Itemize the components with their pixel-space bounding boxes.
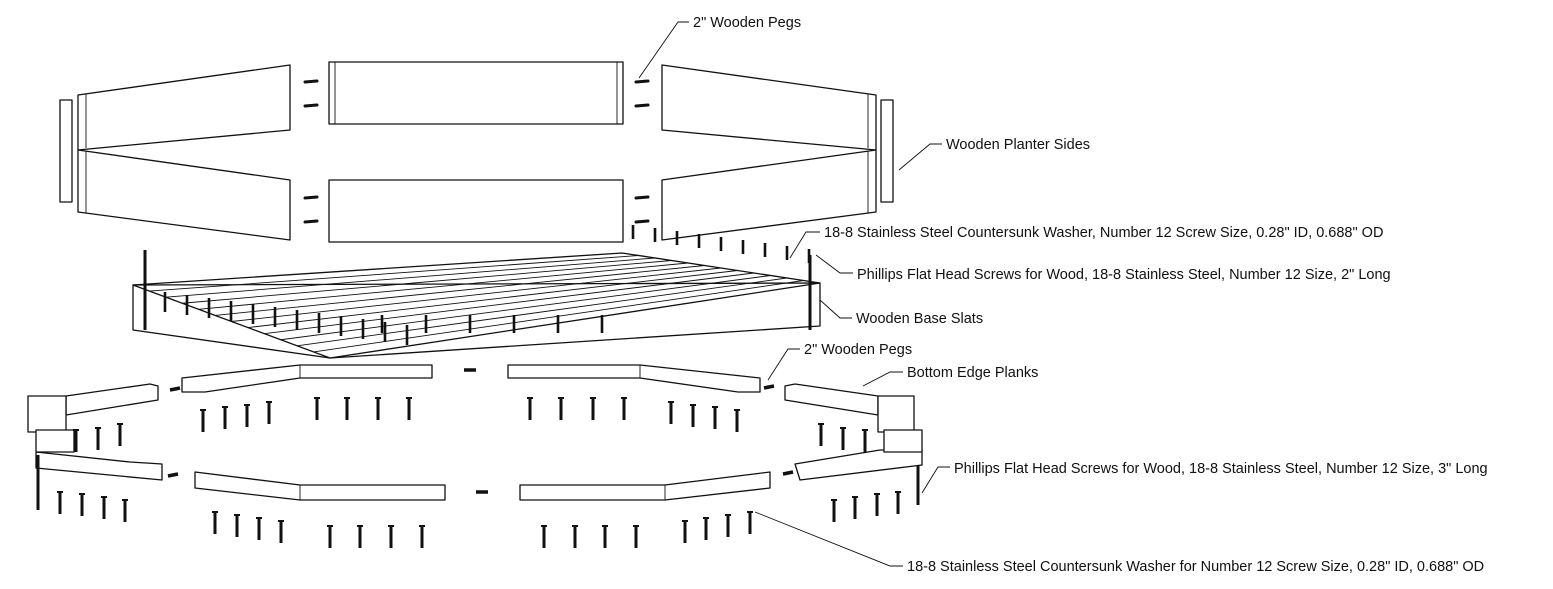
left-upper-side	[77, 64, 291, 151]
right-upper-side	[661, 64, 877, 151]
label-bottom-edge-planks: Bottom Edge Planks	[907, 365, 1038, 381]
right-end-post	[880, 99, 894, 203]
label-screws-2in: Phillips Flat Head Screws for Wood, 18-8…	[857, 267, 1391, 283]
label-washer-top: 18-8 Stainless Steel Countersunk Washer,…	[824, 225, 1383, 241]
callout-labels: 2" Wooden Pegs Wooden Planter Sides 18-8…	[693, 15, 1488, 575]
label-base-slats: Wooden Base Slats	[856, 311, 983, 327]
center-lower-side	[328, 179, 624, 243]
slat-screw-row	[163, 225, 811, 345]
left-lower-side	[77, 149, 291, 241]
leader-lines	[638, 21, 950, 567]
right-lower-side	[661, 149, 877, 241]
wooden-pegs-top-row	[303, 79, 650, 224]
label-wooden-pegs-top: 2" Wooden Pegs	[693, 15, 801, 31]
label-washer-bottom: 18-8 Stainless Steel Countersunk Washer …	[907, 559, 1484, 575]
label-planter-sides: Wooden Planter Sides	[946, 137, 1090, 153]
label-wooden-pegs-bottom: 2" Wooden Pegs	[804, 342, 912, 358]
plank-screw-groups	[36, 397, 920, 548]
planter-sides	[59, 61, 894, 243]
screws-2in-base	[143, 250, 812, 330]
wooden-base-slats	[132, 252, 821, 359]
left-end-post	[59, 99, 73, 203]
label-screws-3in: Phillips Flat Head Screws for Wood, 18-8…	[954, 461, 1488, 477]
center-upper-side	[328, 61, 624, 125]
bottom-edge-planks	[27, 364, 923, 501]
